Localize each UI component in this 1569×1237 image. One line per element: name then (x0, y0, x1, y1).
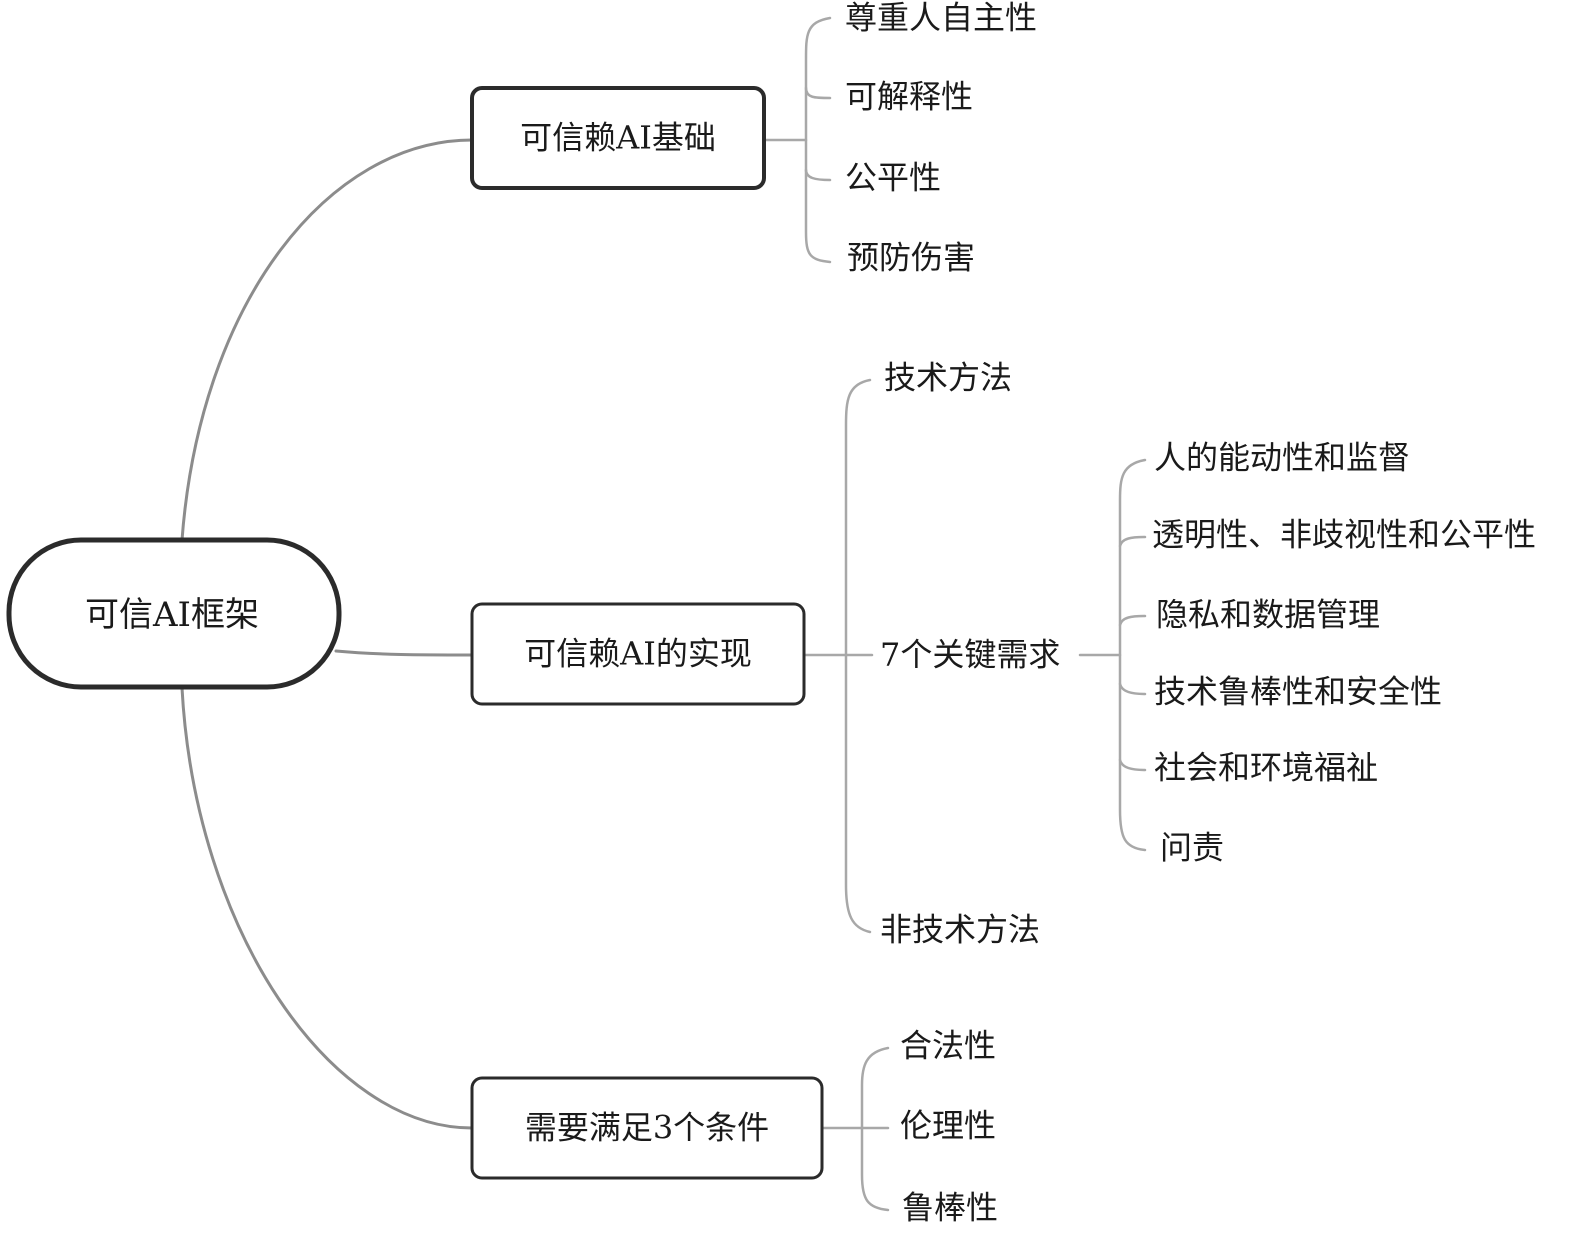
requirement-leaves: 人的能动性和监督 透明性、非歧视性和公平性 隐私和数据管理 技术鲁棒性和安全性 … (1152, 439, 1536, 867)
branch-node-foundation[interactable]: 可信赖AI基础 (470, 86, 766, 190)
connector-root-to-branch-1 (180, 138, 474, 542)
branch-node-conditions-label: 需要满足3个条件 (525, 1109, 769, 1147)
root-node-shape (6, 537, 342, 690)
connector-requirements-bracket (1118, 458, 1147, 852)
branch-node-conditions-shape (470, 1076, 824, 1180)
branch-node-conditions[interactable]: 需要满足3个条件 (470, 1076, 824, 1180)
leaf-fairness[interactable]: 公平性 (845, 159, 941, 197)
leaf-ethical[interactable]: 伦理性 (900, 1107, 996, 1145)
branch-node-realization-shape (470, 602, 806, 706)
connector-requirements-tick-5 (1118, 758, 1147, 772)
leaf-accountability[interactable]: 问责 (1160, 829, 1224, 867)
connector-branch-3-bracket (860, 1046, 890, 1212)
connector-requirements-tick-3 (1118, 614, 1147, 627)
leaf-privacy-data-governance[interactable]: 隐私和数据管理 (1156, 596, 1380, 634)
leaf-lawful[interactable]: 合法性 (900, 1027, 996, 1065)
connector-requirements-tick-2 (1118, 535, 1147, 548)
leaf-robust[interactable]: 鲁棒性 (902, 1189, 998, 1227)
root-node-label: 可信AI框架 (85, 595, 259, 635)
leaf-respect-autonomy[interactable]: 尊重人自主性 (845, 0, 1037, 37)
condition-leaves: 合法性 伦理性 鲁棒性 (900, 1027, 998, 1227)
leaf-robustness-safety[interactable]: 技术鲁棒性和安全性 (1154, 673, 1442, 711)
leaf-technical-methods[interactable]: 技术方法 (884, 359, 1012, 397)
leaf-transparency-fairness[interactable]: 透明性、非歧视性和公平性 (1152, 516, 1536, 554)
leaf-explainability[interactable]: 可解释性 (845, 78, 973, 116)
leaf-seven-key-requirements[interactable]: 7个关键需求 (880, 636, 1060, 674)
realization-leaves: 技术方法 7个关键需求 非技术方法 (880, 359, 1060, 949)
connector-root-to-branch-3 (180, 686, 474, 1130)
connector-requirements-tick-4 (1118, 682, 1147, 696)
leaf-prevent-harm[interactable]: 预防伤害 (847, 239, 975, 277)
connector-branch-2-bracket (844, 378, 872, 934)
leaf-societal-wellbeing[interactable]: 社会和环境福祉 (1154, 749, 1378, 787)
branch-node-realization-label: 可信赖AI的实现 (524, 635, 752, 673)
branch-node-realization[interactable]: 可信赖AI的实现 (470, 602, 806, 706)
foundation-leaves: 尊重人自主性 可解释性 公平性 预防伤害 (845, 0, 1037, 277)
connector-branch-1-bracket (804, 16, 832, 264)
leaf-non-technical-methods[interactable]: 非技术方法 (880, 911, 1040, 949)
branch-node-foundation-label: 可信赖AI基础 (520, 119, 716, 157)
connector-branch-1-tick-3 (804, 168, 832, 182)
connector-root-to-branch-2 (334, 649, 474, 657)
branch-node-foundation-shape (470, 86, 766, 190)
leaf-human-agency-oversight[interactable]: 人的能动性和监督 (1154, 439, 1410, 477)
connector-branch-1-tick-2 (804, 86, 832, 100)
root-node[interactable]: 可信AI框架 (6, 537, 342, 690)
connector-lines (180, 16, 1147, 1212)
